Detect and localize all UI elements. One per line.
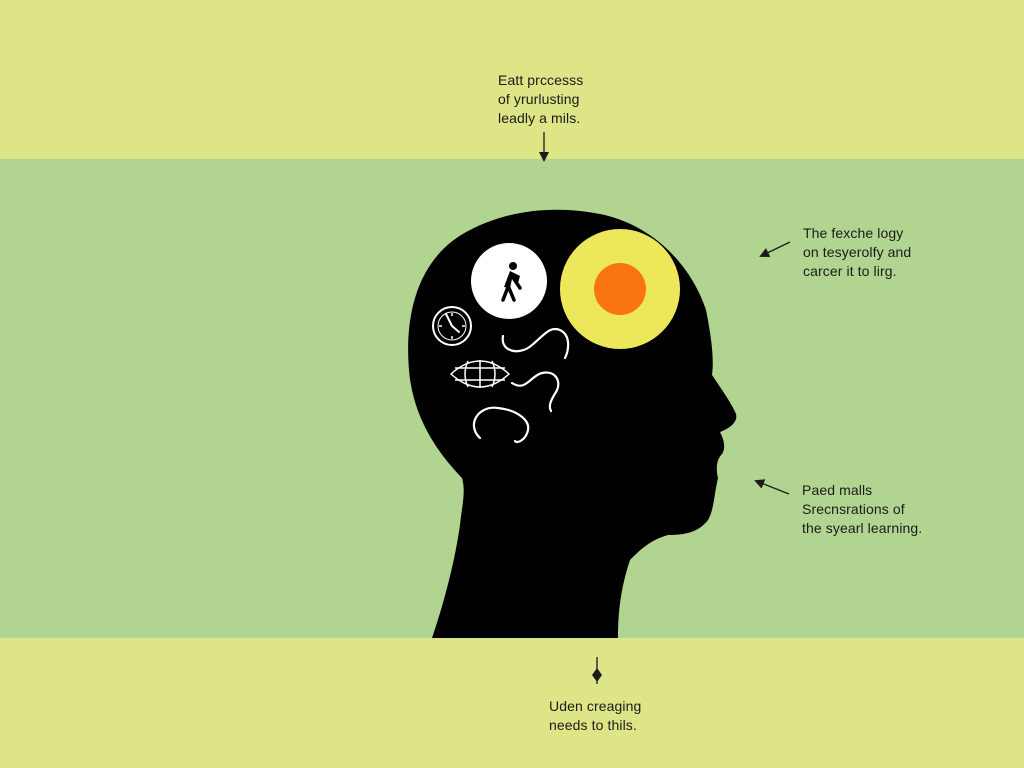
caption-top: Eatt prccesss of yrurlusting leadly a mi… bbox=[498, 71, 583, 128]
caption-right-upper-line-1: The fexche logy bbox=[803, 225, 904, 241]
bottom-band bbox=[0, 638, 1024, 768]
person-icon bbox=[501, 262, 522, 302]
caption-right-lower-line-1: Paed malls bbox=[802, 482, 873, 498]
squiggle-1 bbox=[501, 327, 570, 360]
globe-icon bbox=[449, 360, 511, 388]
caption-right-lower-line-3: the syearl learning. bbox=[802, 520, 923, 536]
sun-icon bbox=[560, 229, 680, 349]
caption-right-upper: The fexche logy on tesyerolfy and carcer… bbox=[803, 224, 911, 281]
clock-icon bbox=[432, 306, 472, 346]
top-band bbox=[0, 0, 1024, 159]
orange-circle bbox=[594, 263, 646, 315]
right-upper-arrow bbox=[759, 241, 791, 258]
squiggle-3 bbox=[472, 406, 530, 444]
caption-right-upper-line-2: on tesyerolfy and bbox=[803, 244, 912, 260]
caption-bottom: Uden creaging needs to thils. bbox=[549, 697, 641, 735]
bottom-arrow bbox=[592, 657, 602, 684]
caption-top-line-2: of yrurlusting bbox=[498, 91, 580, 107]
caption-bottom-line-2: needs to thils. bbox=[549, 717, 637, 733]
caption-right-upper-line-3: carcer it to lirg. bbox=[803, 263, 897, 279]
right-lower-arrow bbox=[754, 479, 790, 495]
caption-right-lower-line-2: Srecnsrations of bbox=[802, 501, 905, 517]
squiggle-icon bbox=[472, 327, 570, 444]
squiggle-2 bbox=[510, 371, 560, 413]
caption-top-line-3: leadly a mils. bbox=[498, 110, 581, 126]
caption-bottom-line-1: Uden creaging bbox=[549, 698, 642, 714]
caption-right-lower: Paed malls Srecnsrations of the syearl l… bbox=[802, 481, 922, 538]
caption-top-line-1: Eatt prccesss bbox=[498, 72, 584, 88]
